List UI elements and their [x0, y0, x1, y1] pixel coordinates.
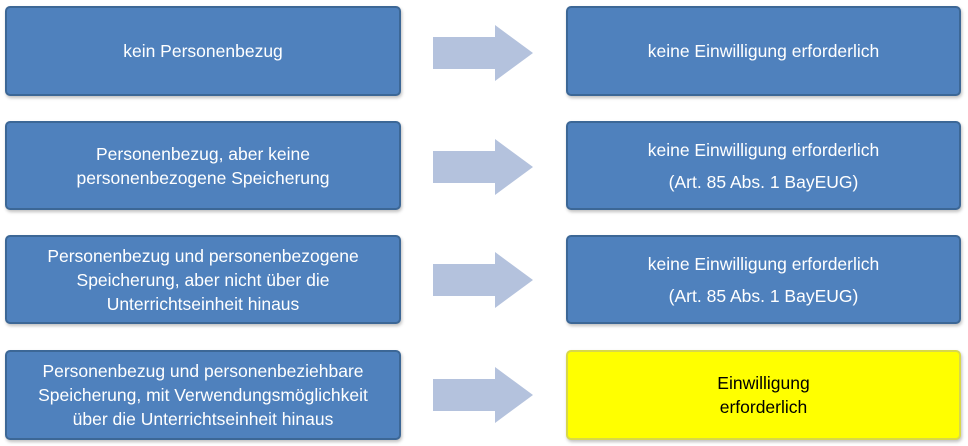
condition-box-1: kein Personenbezug — [5, 6, 401, 96]
right-arrow-icon — [433, 252, 533, 308]
result-box-1: keine Einwilligung erforderlich — [566, 6, 961, 96]
result-box-2: keine Einwilligung erforderlich (Art. 85… — [566, 121, 961, 210]
right-arrow-icon — [433, 367, 533, 423]
result-box-3: keine Einwilligung erforderlich (Art. 85… — [566, 235, 961, 324]
condition-1-line-1: kein Personenbezug — [123, 41, 283, 61]
right-arrow-icon — [433, 25, 533, 81]
condition-box-2: Personenbezug, aber keine personenbezoge… — [5, 121, 401, 210]
condition-4-line-1: Personenbezug und personenbeziehbare — [42, 361, 364, 381]
condition-4-line-3: über die Unterrichtseinheit hinaus — [72, 409, 334, 429]
condition-box-4: Personenbezug und personenbeziehbare Spe… — [5, 350, 401, 440]
result-3-line-2: (Art. 85 Abs. 1 BayEUG) — [668, 285, 859, 306]
result-4-line-2: erforderlich — [719, 397, 808, 417]
condition-3-line-3: Unterrichtseinheit hinaus — [106, 293, 300, 314]
condition-3-line-1: Personenbezug und personenbezogene — [47, 245, 359, 266]
result-1-line-1: keine Einwilligung erforderlich — [647, 41, 880, 61]
right-arrow-icon — [433, 139, 533, 195]
condition-2-line-2: personenbezogene Speicherung — [76, 167, 330, 188]
result-2-line-1: keine Einwilligung erforderlich — [647, 139, 880, 160]
condition-3-line-2: Speicherung, aber nicht über die — [76, 269, 330, 290]
condition-box-3: Personenbezug und personenbezogene Speic… — [5, 235, 401, 324]
result-4-line-1: Einwilligung — [717, 373, 810, 393]
result-2-line-2: (Art. 85 Abs. 1 BayEUG) — [668, 171, 859, 192]
condition-4-line-2: Speicherung, mit Verwendungsmöglichkeit — [38, 385, 368, 405]
condition-2-line-1: Personenbezug, aber keine — [95, 143, 311, 164]
result-3-line-1: keine Einwilligung erforderlich — [647, 253, 880, 274]
result-box-4-highlighted: Einwilligung erforderlich — [566, 350, 961, 440]
